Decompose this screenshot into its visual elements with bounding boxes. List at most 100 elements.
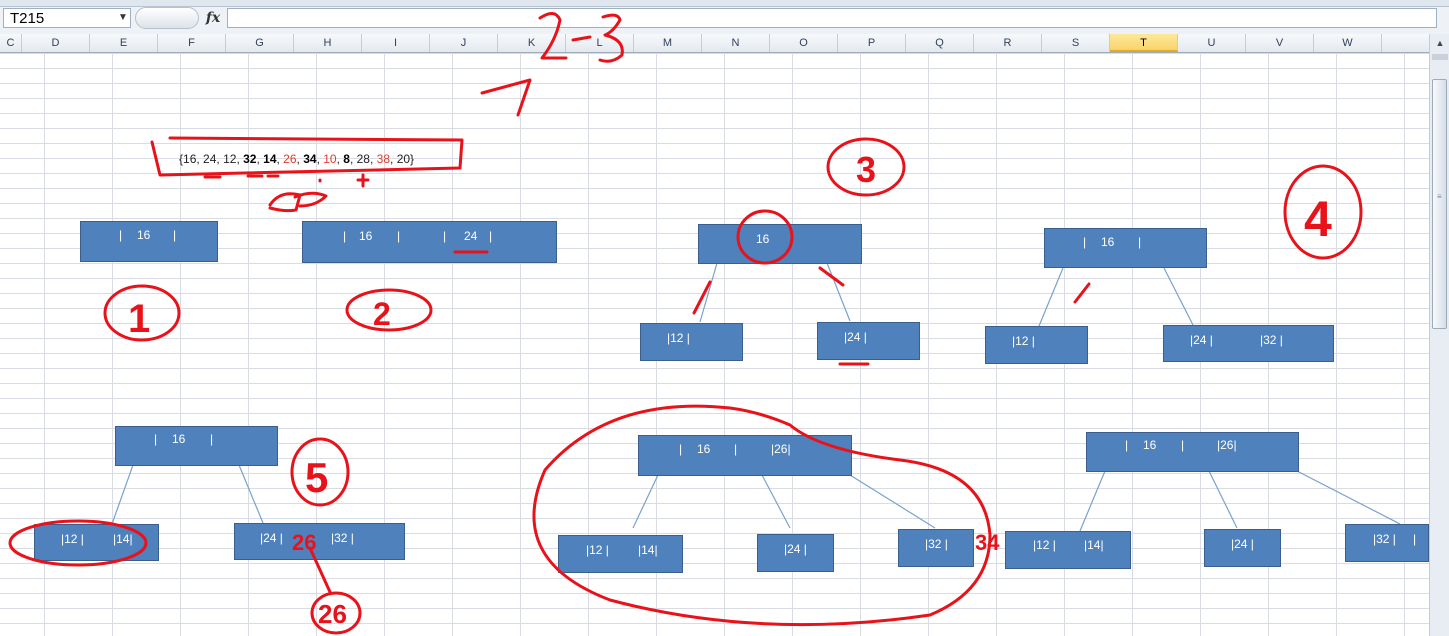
- column-header-w[interactable]: W: [1314, 34, 1382, 52]
- s7-root-k0: |: [1125, 438, 1129, 452]
- s4-right-node: |24 | |32 |: [1163, 325, 1334, 362]
- split-handle[interactable]: [1432, 54, 1448, 60]
- s6-b-node: |24 |: [757, 534, 834, 572]
- s7-root-k2: |: [1181, 438, 1185, 452]
- sequence-item: 14: [263, 152, 277, 166]
- formula-bar: T215 ▼ fx: [0, 0, 1449, 35]
- column-header-d[interactable]: D: [22, 34, 90, 52]
- sequence-brace-close: }: [410, 152, 415, 166]
- s6-root-k3: |26|: [771, 442, 791, 456]
- sequence-item: 16: [183, 152, 197, 166]
- s7-b-node: |24 |: [1204, 529, 1281, 567]
- scroll-up-icon[interactable]: ▲: [1435, 38, 1445, 48]
- s5-right-node: |24 | |32 |: [234, 523, 405, 560]
- column-header-r[interactable]: R: [974, 34, 1042, 52]
- s3-root-node: 16: [698, 224, 862, 264]
- s6-root-k0: |: [679, 442, 683, 456]
- key-sequence: {16, 24, 12, 32, 14, 26, 34, 10, 8, 28, …: [179, 152, 415, 166]
- grip-icon: ≡: [1437, 192, 1442, 201]
- scrollbar-thumb[interactable]: ≡: [1432, 79, 1447, 329]
- column-header-s[interactable]: S: [1042, 34, 1110, 52]
- s2-root-k3: |: [443, 229, 447, 243]
- name-box[interactable]: T215: [3, 8, 131, 28]
- s5-root-k2: |: [210, 432, 214, 446]
- column-header-u[interactable]: U: [1178, 34, 1246, 52]
- s4-root-k0: |: [1083, 235, 1087, 249]
- column-header-l[interactable]: L: [566, 34, 634, 52]
- s7-root-k3: |26|: [1217, 438, 1237, 452]
- s7-c-k1: |: [1413, 532, 1417, 546]
- s1-root-k0: |: [119, 228, 123, 242]
- column-header-f[interactable]: F: [158, 34, 226, 52]
- column-header-v[interactable]: V: [1246, 34, 1314, 52]
- s2-root-k4: 24: [464, 229, 478, 243]
- s5-left-k1: |14|: [113, 532, 133, 546]
- s4-left-k0: |12 |: [1012, 334, 1035, 348]
- column-header-n[interactable]: N: [702, 34, 770, 52]
- column-header-m[interactable]: M: [634, 34, 702, 52]
- column-header-g[interactable]: G: [226, 34, 294, 52]
- sequence-item: 10: [323, 152, 337, 166]
- s2-root-k1: 16: [359, 229, 373, 243]
- formula-input[interactable]: [227, 8, 1437, 28]
- s4-left-node: |12 |: [985, 326, 1088, 364]
- s7-b-k0: |24 |: [1231, 537, 1254, 551]
- s2-root-k2: |: [397, 229, 401, 243]
- sequence-item: 38: [376, 152, 391, 166]
- s6-a-node: |12 | |14|: [558, 535, 683, 573]
- s6-root-node: | 16 | |26|: [638, 435, 852, 476]
- vertical-scrollbar[interactable]: ▲ ≡: [1429, 34, 1449, 636]
- s7-c-node: |32 | |: [1345, 524, 1429, 562]
- s6-a-k1: |14|: [638, 543, 658, 557]
- s2-root-k5: |: [489, 229, 493, 243]
- s5-right-k1: |32 |: [331, 531, 354, 545]
- s4-root-k1: 16: [1101, 235, 1115, 249]
- s2-root-k0: |: [343, 229, 347, 243]
- s6-c-k0: |32 |: [925, 537, 948, 551]
- sequence-item: 8: [343, 152, 350, 166]
- column-header-k[interactable]: K: [498, 34, 566, 52]
- s3-right-k0: |24 |: [844, 330, 867, 344]
- sequence-item: 32: [243, 152, 257, 166]
- column-header-p[interactable]: P: [838, 34, 906, 52]
- s7-a-node: |12 | |14|: [1005, 531, 1131, 569]
- sequence-item: 26: [283, 152, 297, 166]
- sequence-item: 24: [203, 152, 217, 166]
- column-header-t[interactable]: T: [1110, 34, 1178, 52]
- s6-root-k1: 16: [697, 442, 711, 456]
- sequence-item: 20: [396, 152, 411, 166]
- s6-c-node: |32 |: [898, 529, 974, 567]
- insert-function-icon[interactable]: fx: [205, 10, 221, 26]
- s5-root-k1: 16: [172, 432, 186, 446]
- s1-root-node: | 16 |: [80, 221, 218, 262]
- s4-right-k0: |24 |: [1190, 333, 1213, 347]
- s6-root-k2: |: [734, 442, 738, 456]
- sequence-item: 12: [223, 152, 237, 166]
- s3-left-k0: |12 |: [667, 331, 690, 345]
- column-header-e[interactable]: E: [90, 34, 158, 52]
- s4-root-k2: |: [1138, 235, 1142, 249]
- column-header-i[interactable]: I: [362, 34, 430, 52]
- s5-root-k0: |: [154, 432, 158, 446]
- column-header-q[interactable]: Q: [906, 34, 974, 52]
- s1-root-k1: 16: [137, 228, 151, 242]
- s7-c-k0: |32 |: [1373, 532, 1396, 546]
- sequence-item: 34: [303, 152, 317, 166]
- column-header-o[interactable]: O: [770, 34, 838, 52]
- s3-root-k0: 16: [756, 232, 770, 246]
- s7-root-k1: 16: [1143, 438, 1157, 452]
- s2-root-node: | 16 | | 24 |: [302, 221, 557, 263]
- s5-left-k0: |12 |: [61, 532, 84, 546]
- s7-a-k1: |14|: [1084, 538, 1104, 552]
- s5-left-node: |12 | |14|: [34, 524, 159, 561]
- column-header-c[interactable]: C: [0, 34, 22, 52]
- chevron-down-icon[interactable]: ▼: [118, 12, 128, 23]
- s4-right-k1: |32 |: [1260, 333, 1283, 347]
- formula-buttons[interactable]: [135, 7, 199, 29]
- s3-left-node: |12 |: [640, 323, 743, 361]
- s3-right-node: |24 |: [817, 322, 920, 360]
- column-header-j[interactable]: J: [430, 34, 498, 52]
- s5-root-node: | 16 |: [115, 426, 278, 466]
- column-header-h[interactable]: H: [294, 34, 362, 52]
